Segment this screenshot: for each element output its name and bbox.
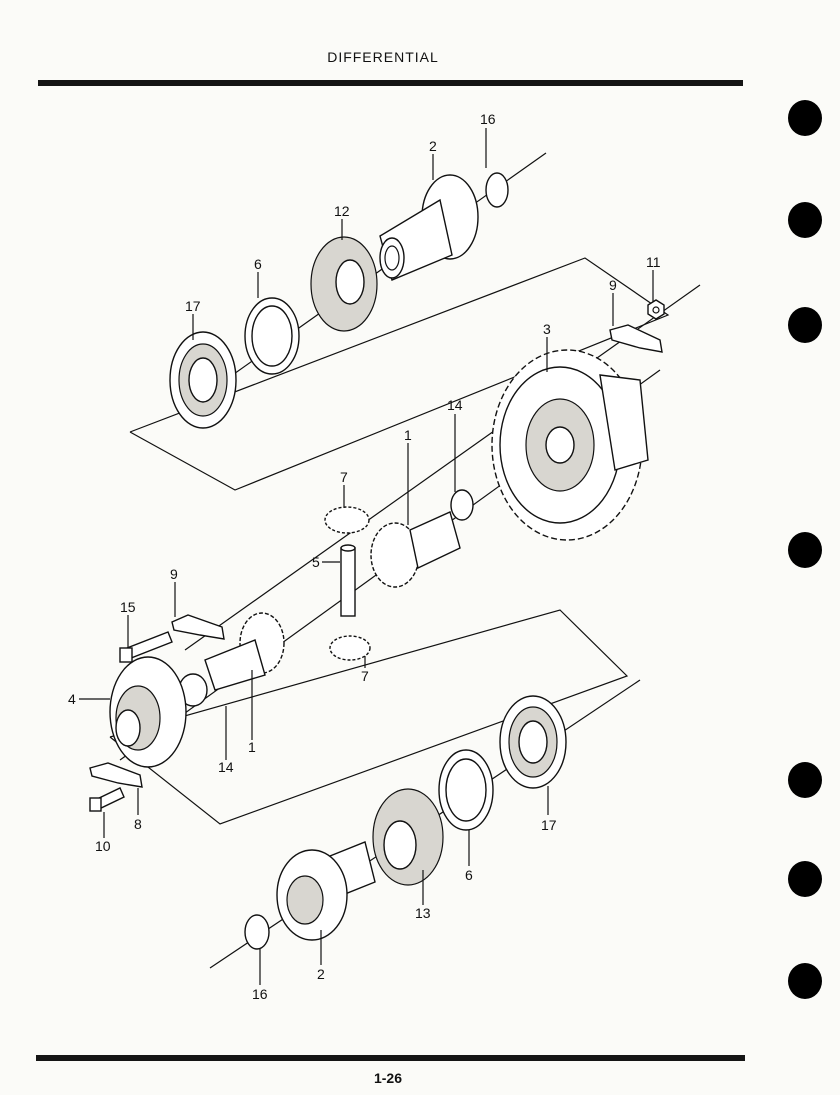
binder-hole bbox=[788, 307, 822, 343]
shim-ring-bottom bbox=[372, 788, 444, 886]
lock-plate-left bbox=[171, 614, 225, 640]
callout-9-right: 9 bbox=[609, 277, 617, 293]
callout-16-bottom: 16 bbox=[252, 986, 268, 1002]
shim-ring-top bbox=[310, 236, 378, 332]
circlip-bottom bbox=[244, 914, 270, 950]
pinion-shaft bbox=[340, 544, 356, 617]
binder-hole bbox=[788, 532, 822, 568]
callout-6-top: 6 bbox=[254, 256, 262, 272]
binder-hole bbox=[788, 202, 822, 238]
callout-8: 8 bbox=[134, 816, 142, 832]
bearing-top bbox=[169, 331, 237, 429]
callout-9-left: 9 bbox=[170, 566, 178, 582]
spacer-ring-bottom bbox=[438, 749, 494, 831]
binder-hole bbox=[788, 100, 822, 136]
callout-17-top: 17 bbox=[185, 298, 201, 314]
case-cover bbox=[109, 656, 187, 768]
hub-top bbox=[379, 174, 479, 281]
side-gear-top bbox=[370, 511, 461, 588]
pinion-gear-top bbox=[324, 506, 370, 534]
footer-rule bbox=[36, 1055, 745, 1061]
lock-plate-right bbox=[609, 324, 663, 353]
circlip-top bbox=[485, 172, 509, 208]
lock-plate-bottom bbox=[89, 762, 143, 788]
callout-14-mid: 14 bbox=[447, 397, 463, 413]
binder-hole bbox=[788, 762, 822, 798]
binder-hole bbox=[788, 861, 822, 897]
callout-5: 5 bbox=[312, 554, 320, 570]
callout-7-top: 7 bbox=[340, 469, 348, 485]
spacer-ring-top bbox=[244, 297, 300, 375]
callout-7-bottom: 7 bbox=[361, 668, 369, 684]
callout-12: 12 bbox=[334, 203, 350, 219]
callout-1-bottom: 1 bbox=[248, 739, 256, 755]
oring-mid bbox=[450, 489, 474, 521]
header-rule bbox=[38, 80, 743, 86]
callout-3: 3 bbox=[543, 321, 551, 337]
bolt-bottom bbox=[89, 787, 125, 812]
callout-2-bottom: 2 bbox=[317, 966, 325, 982]
leader-lines bbox=[79, 128, 654, 985]
side-gear-bottom bbox=[204, 612, 285, 691]
callout-14-bottom: 14 bbox=[218, 759, 234, 775]
callout-15: 15 bbox=[120, 599, 136, 615]
callout-2-top: 2 bbox=[429, 138, 437, 154]
page-title: DIFFERENTIAL bbox=[327, 49, 439, 65]
page-number: 1-26 bbox=[373, 1070, 403, 1086]
callout-10: 10 bbox=[95, 838, 111, 854]
callout-6-bottom: 6 bbox=[465, 867, 473, 883]
callout-16-top: 16 bbox=[480, 111, 496, 127]
callout-1-top: 1 bbox=[404, 427, 412, 443]
nut bbox=[647, 299, 665, 320]
hub-bottom bbox=[276, 841, 376, 941]
bolt-top bbox=[119, 631, 173, 663]
callout-11: 11 bbox=[646, 254, 661, 270]
callout-4: 4 bbox=[68, 691, 76, 707]
callout-17-bottom: 17 bbox=[541, 817, 557, 833]
callout-13: 13 bbox=[415, 905, 431, 921]
binder-hole bbox=[788, 963, 822, 999]
ring-gear bbox=[491, 349, 649, 541]
bearing-bottom bbox=[499, 695, 567, 789]
pinion-gear-bottom bbox=[329, 635, 371, 661]
